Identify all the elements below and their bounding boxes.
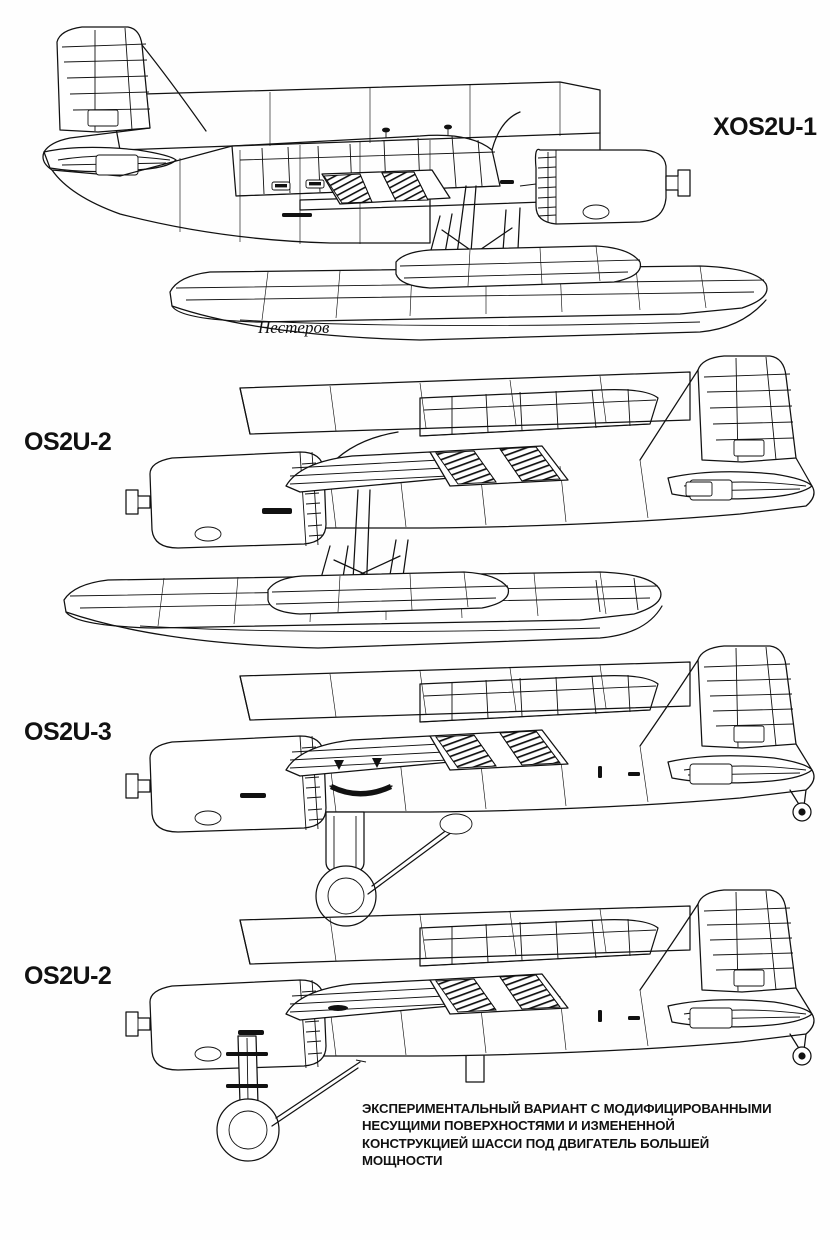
- aircraft-os2u-2-float: [63, 355, 815, 649]
- caption-line-2: НЕСУЩИМИ ПОВЕРХНОСТЯМИ И ИЗМЕНЕННОЙ: [362, 1118, 675, 1134]
- caption-line-4: МОЩНОСТИ: [362, 1153, 443, 1169]
- caption-block: ЭКСПЕРИМЕНТАЛЬНЫЙ ВАРИАНТ С МОДИФИЦИРОВА…: [362, 1100, 837, 1170]
- caption-line-3: КОНСТРУКЦИЕЙ ШАССИ ПОД ДВИГАТЕЛЬ БОЛЬШЕЙ: [362, 1135, 710, 1151]
- aircraft-xos2u-1: Нестеров: [42, 26, 768, 341]
- variant-label-xos2u-1: XOS2U-1: [713, 113, 817, 141]
- variant-label-os2u-2-land: OS2U-2: [24, 962, 112, 990]
- variant-label-os2u-3: OS2U-3: [24, 718, 112, 746]
- variant-label-os2u-2-float: OS2U-2: [24, 428, 112, 456]
- aircraft-os2u-3: [125, 645, 815, 927]
- aircraft-os2u-2-land: [125, 889, 815, 1162]
- caption-line-1: ЭКСПЕРИМЕНТАЛЬНЫЙ ВАРИАНТ С МОДИФИЦИРОВА…: [362, 1101, 772, 1116]
- artist-signature: Нестеров: [257, 318, 330, 337]
